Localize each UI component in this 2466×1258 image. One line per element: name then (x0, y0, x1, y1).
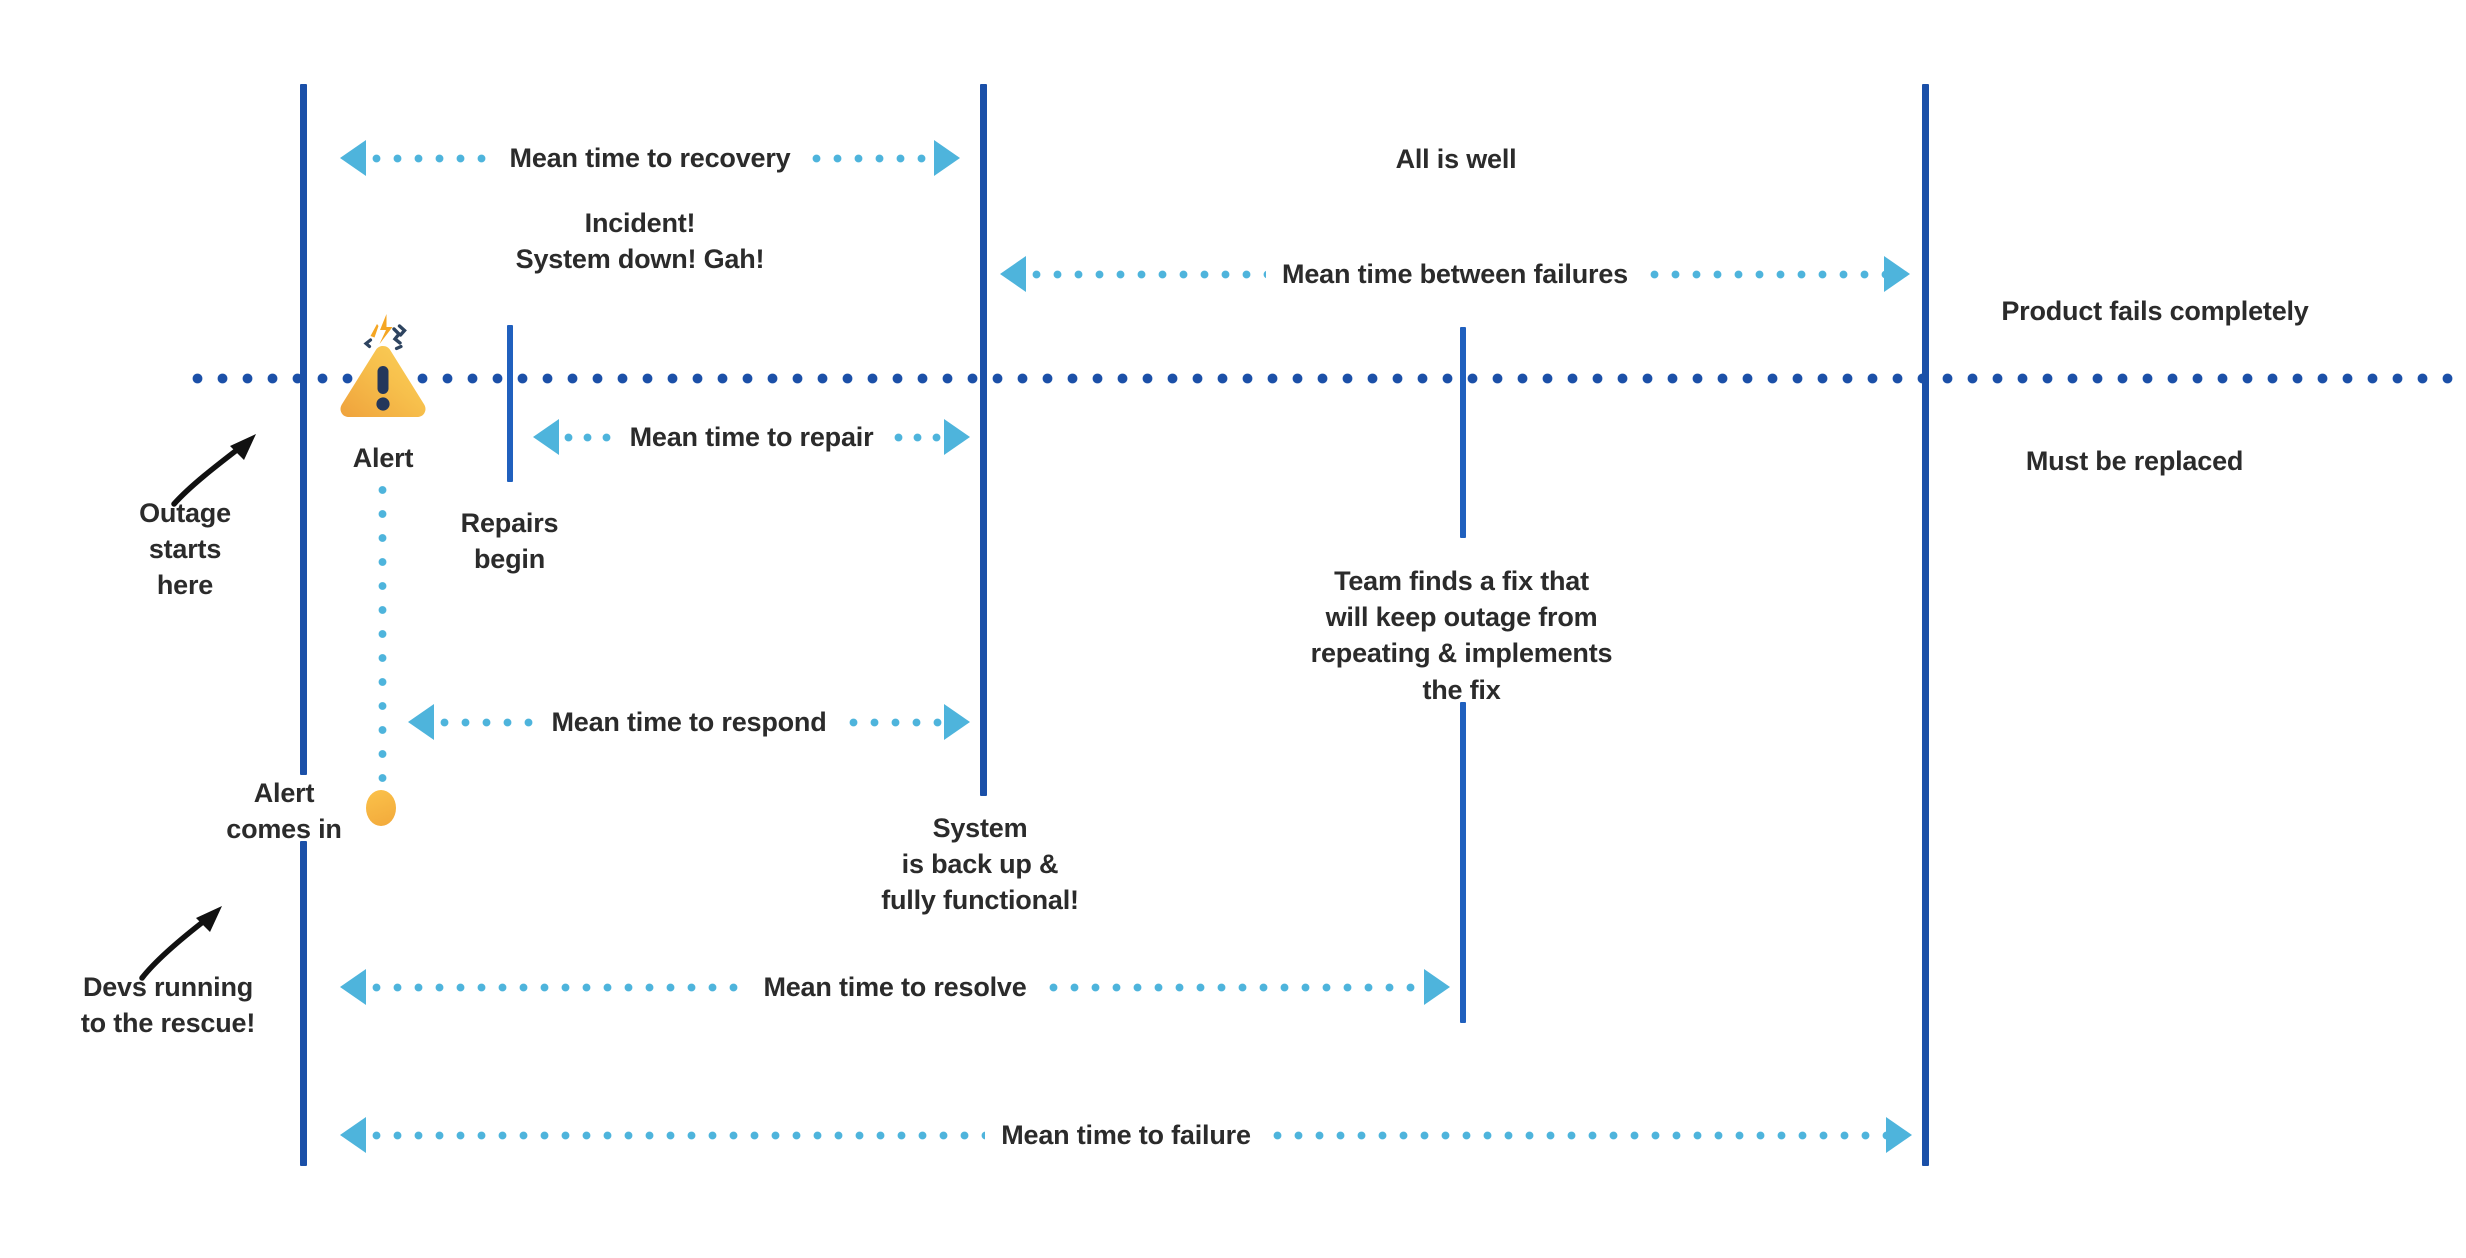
dotted-segment-right (1042, 982, 1424, 992)
measure-mean-time-to-resolve: Mean time to resolve (340, 969, 1450, 1005)
arrow-left-icon (408, 704, 434, 740)
arrow-left-icon (340, 969, 366, 1005)
note-system-back-up: System is back up & fully functional! (881, 813, 1079, 916)
dotted-segment-right (1643, 269, 1884, 279)
measure-mean-time-to-recovery: Mean time to recovery (340, 140, 961, 176)
alert-event-dot-icon (366, 790, 396, 826)
dotted-segment-left (1026, 269, 1267, 279)
dotted-segment-left (559, 432, 614, 442)
note-must-be-replaced: Must be replaced (2025, 446, 2244, 476)
measure-mean-time-between-failures: Mean time between failures (1000, 256, 1910, 292)
alert-triangle-icon (337, 312, 429, 418)
milestone-line-fix-implemented-upper (1460, 327, 1466, 538)
milestone-line-outage-start-upper (300, 84, 307, 775)
note-all-is-well: All is well (1395, 144, 1517, 174)
milestone-line-product-fails (1922, 84, 1929, 1166)
dotted-segment-right (842, 717, 944, 727)
measure-label: Mean time to resolve (763, 971, 1027, 1002)
main-timeline-axis (185, 372, 2460, 385)
dotted-segment-left (366, 153, 494, 163)
dotted-segment-right (889, 432, 945, 442)
note-devs-running: Devs running to the rescue! (80, 972, 256, 1039)
measure-label: Mean time to failure (1001, 1119, 1251, 1150)
arrow-left-icon (1000, 256, 1026, 292)
arrow-right-icon (944, 419, 971, 455)
measure-mean-time-to-failure: Mean time to failure (340, 1117, 1912, 1153)
milestone-line-fix-implemented-lower (1460, 702, 1466, 1023)
arrow-left-icon (340, 140, 366, 176)
measure-label: Mean time to repair (629, 421, 874, 452)
measure-mean-time-to-respond: Mean time to respond (408, 704, 970, 740)
note-outage-starts-here: Outage starts here (139, 498, 231, 601)
arrow-right-icon (944, 704, 970, 740)
note-product-fails-completely: Product fails completely (2001, 296, 2309, 326)
milestone-line-system-back-up (980, 84, 987, 796)
outage-start-pointer-arrow-icon (168, 420, 278, 515)
measure-label: Mean time between failures (1282, 258, 1628, 289)
measure-label: Mean time to recovery (509, 142, 791, 173)
milestone-line-outage-start-lower (300, 841, 307, 1166)
milestone-line-repairs-begin (507, 325, 513, 482)
dotted-segment-right (1266, 1130, 1886, 1140)
note-team-finds-fix: Team finds a fix that will keep outage f… (1310, 566, 1613, 705)
devs-running-pointer-arrow-icon (136, 890, 246, 990)
arrow-right-icon (1884, 256, 1910, 292)
note-alert: Alert (352, 443, 414, 473)
measure-label: Mean time to respond (551, 706, 827, 737)
measure-mean-time-to-repair: Mean time to repair (533, 419, 971, 455)
dotted-segment-left (434, 717, 536, 727)
note-repairs-begin: Repairs begin (460, 508, 559, 575)
arrow-right-icon (934, 140, 961, 176)
arrow-right-icon (1886, 1117, 1912, 1153)
dotted-segment-right (806, 153, 935, 163)
arrow-left-icon (533, 419, 559, 455)
note-incident: Incident! System down! Gah! (515, 208, 765, 275)
note-alert-comes-in: Alert comes in (226, 778, 342, 845)
arrow-right-icon (1424, 969, 1450, 1005)
alert-connector-dotted-line (378, 478, 387, 796)
dotted-segment-left (366, 1130, 986, 1140)
dotted-segment-left (366, 982, 748, 992)
arrow-left-icon (340, 1117, 366, 1153)
